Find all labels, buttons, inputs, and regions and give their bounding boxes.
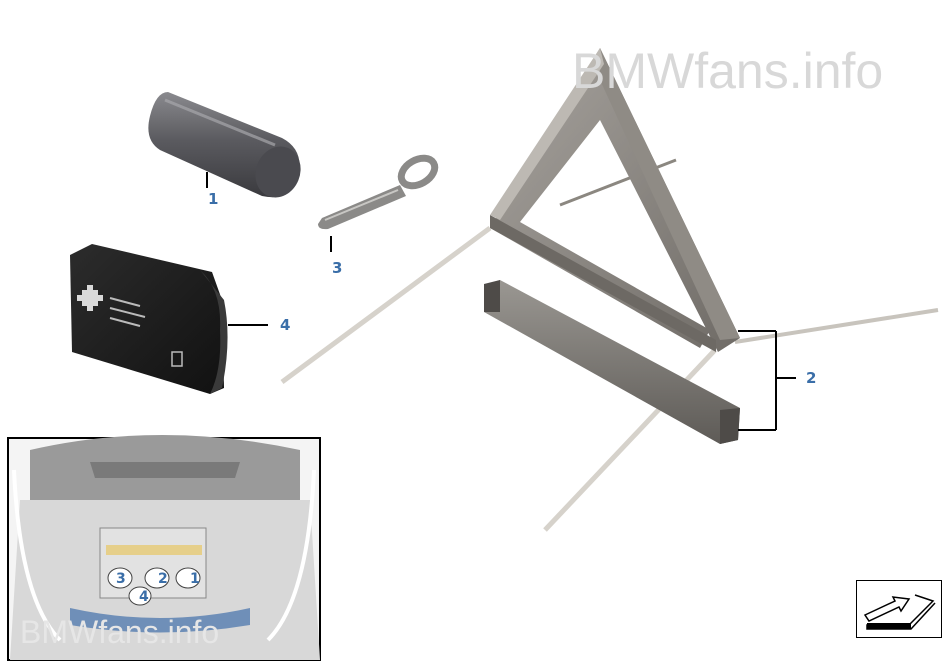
callout-2[interactable]: 2	[806, 369, 817, 387]
next-page-arrow-icon	[863, 594, 936, 630]
inset-callout-3: 3	[116, 571, 126, 587]
callout-4[interactable]: 4	[280, 316, 291, 334]
part-4-first-aid-kit	[70, 244, 228, 394]
callout-3[interactable]: 3	[332, 259, 343, 277]
next-page-button[interactable]	[856, 580, 942, 638]
part-3-towing-eye	[318, 154, 439, 230]
bracket-2	[738, 330, 796, 431]
part-1-case	[148, 92, 301, 198]
inset-callout-2: 2	[158, 571, 168, 587]
inset-callout-1: 1	[190, 571, 200, 587]
watermark-top: BMWfans.info	[572, 43, 884, 99]
watermark-bottom: BMWfans.info	[20, 614, 220, 650]
callout-1[interactable]: 1	[208, 190, 219, 208]
part-2-warning-triangle	[280, 48, 939, 532]
inset-vehicle-view	[7, 435, 321, 661]
inset-callout-4: 4	[139, 589, 149, 605]
